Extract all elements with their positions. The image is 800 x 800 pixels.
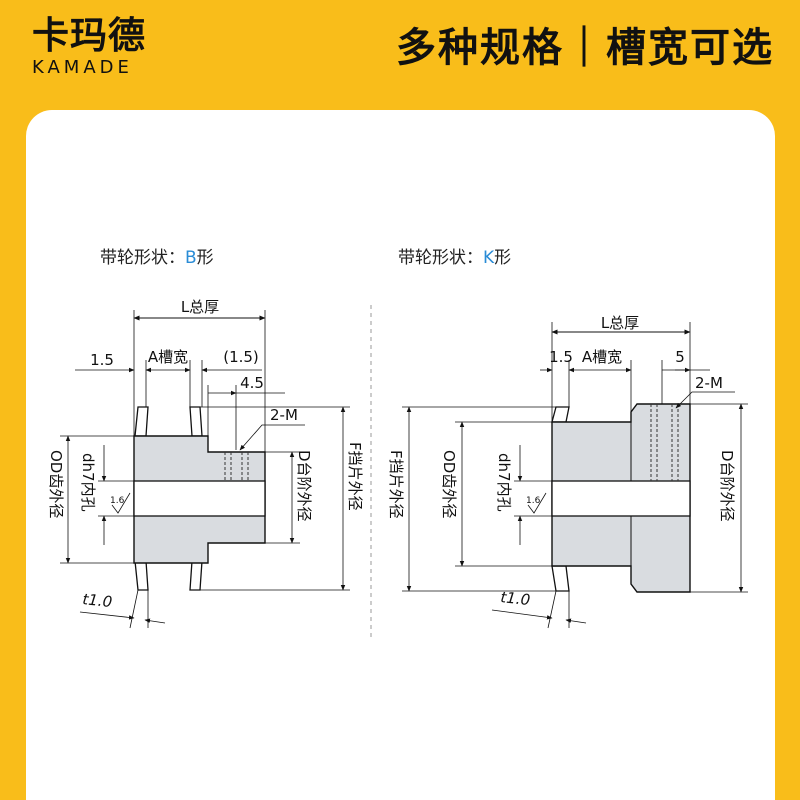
brand-logo: 卡玛德 KAMADE: [32, 14, 162, 78]
k-bore: [551, 480, 691, 517]
b-dim-right: (1.5): [223, 348, 259, 366]
b-shape-label-suffix: 形: [196, 248, 214, 268]
k-dim-5: 5: [675, 348, 685, 366]
b-dim-OD: OD齿外径: [47, 450, 65, 518]
b-right-flange-bottom: [189, 560, 203, 591]
b-dim-L: L总厚: [181, 298, 219, 316]
headline: 多种规格｜槽宽可选: [396, 25, 774, 71]
b-dim-dh7: dh7内孔: [79, 453, 97, 512]
k-dim-2M: 2-M: [695, 374, 723, 392]
k-dim-dh7: dh7内孔: [495, 453, 513, 512]
k-dim-F: F挡片外径: [387, 450, 405, 519]
k-dim-D: D台阶外径: [718, 450, 736, 522]
b-dim-F: F挡片外径: [346, 442, 364, 511]
k-shape-drawing: L总厚 1.5 A槽宽 5 2-M F挡片外径 OD齿外径 dh7内孔 1: [387, 314, 748, 629]
b-shape-label: 带轮形状：B形: [100, 243, 214, 268]
brand-name-cn: 卡玛德: [32, 14, 146, 57]
b-bore: [133, 480, 266, 517]
b-shape-label-prefix: 带轮形状：: [100, 248, 185, 268]
k-shape-label-suffix: 形: [494, 248, 512, 268]
k-dim-OD: OD齿外径: [440, 450, 458, 518]
k-dim-L: L总厚: [601, 314, 639, 332]
b-dim-t: t1.0: [82, 590, 113, 611]
k-shape-label-prefix: 带轮形状：: [398, 248, 483, 268]
k-dim-left: 1.5: [549, 348, 573, 366]
k-flange-top: [551, 406, 570, 423]
b-shape-drawing: L总厚 1.5 A槽宽 (1.5) 4.5 2-M D台阶外径 F挡片外径: [47, 298, 364, 629]
k-roughness: 1.6: [526, 496, 541, 506]
k-dim-A: A槽宽: [582, 348, 622, 366]
k-shape-code: K: [483, 248, 495, 268]
b-left-flange-top: [134, 406, 149, 437]
b-dim-4-5: 4.5: [240, 374, 264, 392]
b-left-flange-bottom: [134, 560, 149, 591]
k-dim-t: t1.0: [500, 588, 531, 609]
k-shape-label: 带轮形状：K形: [398, 243, 511, 268]
k-flange-bottom: [551, 565, 570, 592]
b-dim-D: D台阶外径: [295, 450, 313, 522]
b-roughness: 1.6: [110, 496, 125, 506]
b-right-flange-top: [189, 406, 203, 437]
brand-name-en: KAMADE: [32, 57, 133, 78]
b-dim-2M: 2-M: [270, 406, 298, 424]
b-shape-code: B: [185, 248, 197, 268]
b-dim-A: A槽宽: [148, 348, 188, 366]
b-dim-left: 1.5: [90, 351, 114, 369]
